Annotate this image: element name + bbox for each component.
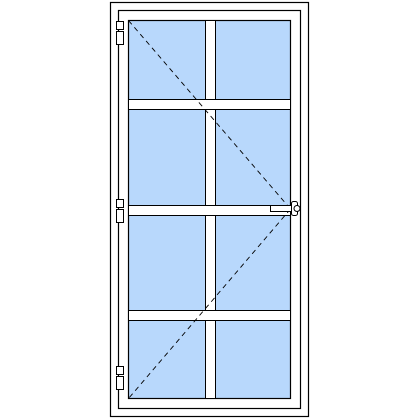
hinge-middle (116, 199, 124, 223)
hinges (116, 21, 124, 390)
handle-lever (270, 205, 293, 212)
hinge-top (116, 21, 124, 45)
door-handle (270, 201, 301, 216)
handle-knob (293, 205, 301, 212)
hinge-bottom (116, 366, 124, 390)
opening-indicator (128, 20, 291, 399)
swing-line-upper (128, 20, 291, 210)
swing-line-lower (128, 208, 291, 399)
glazing-bars (128, 20, 291, 399)
